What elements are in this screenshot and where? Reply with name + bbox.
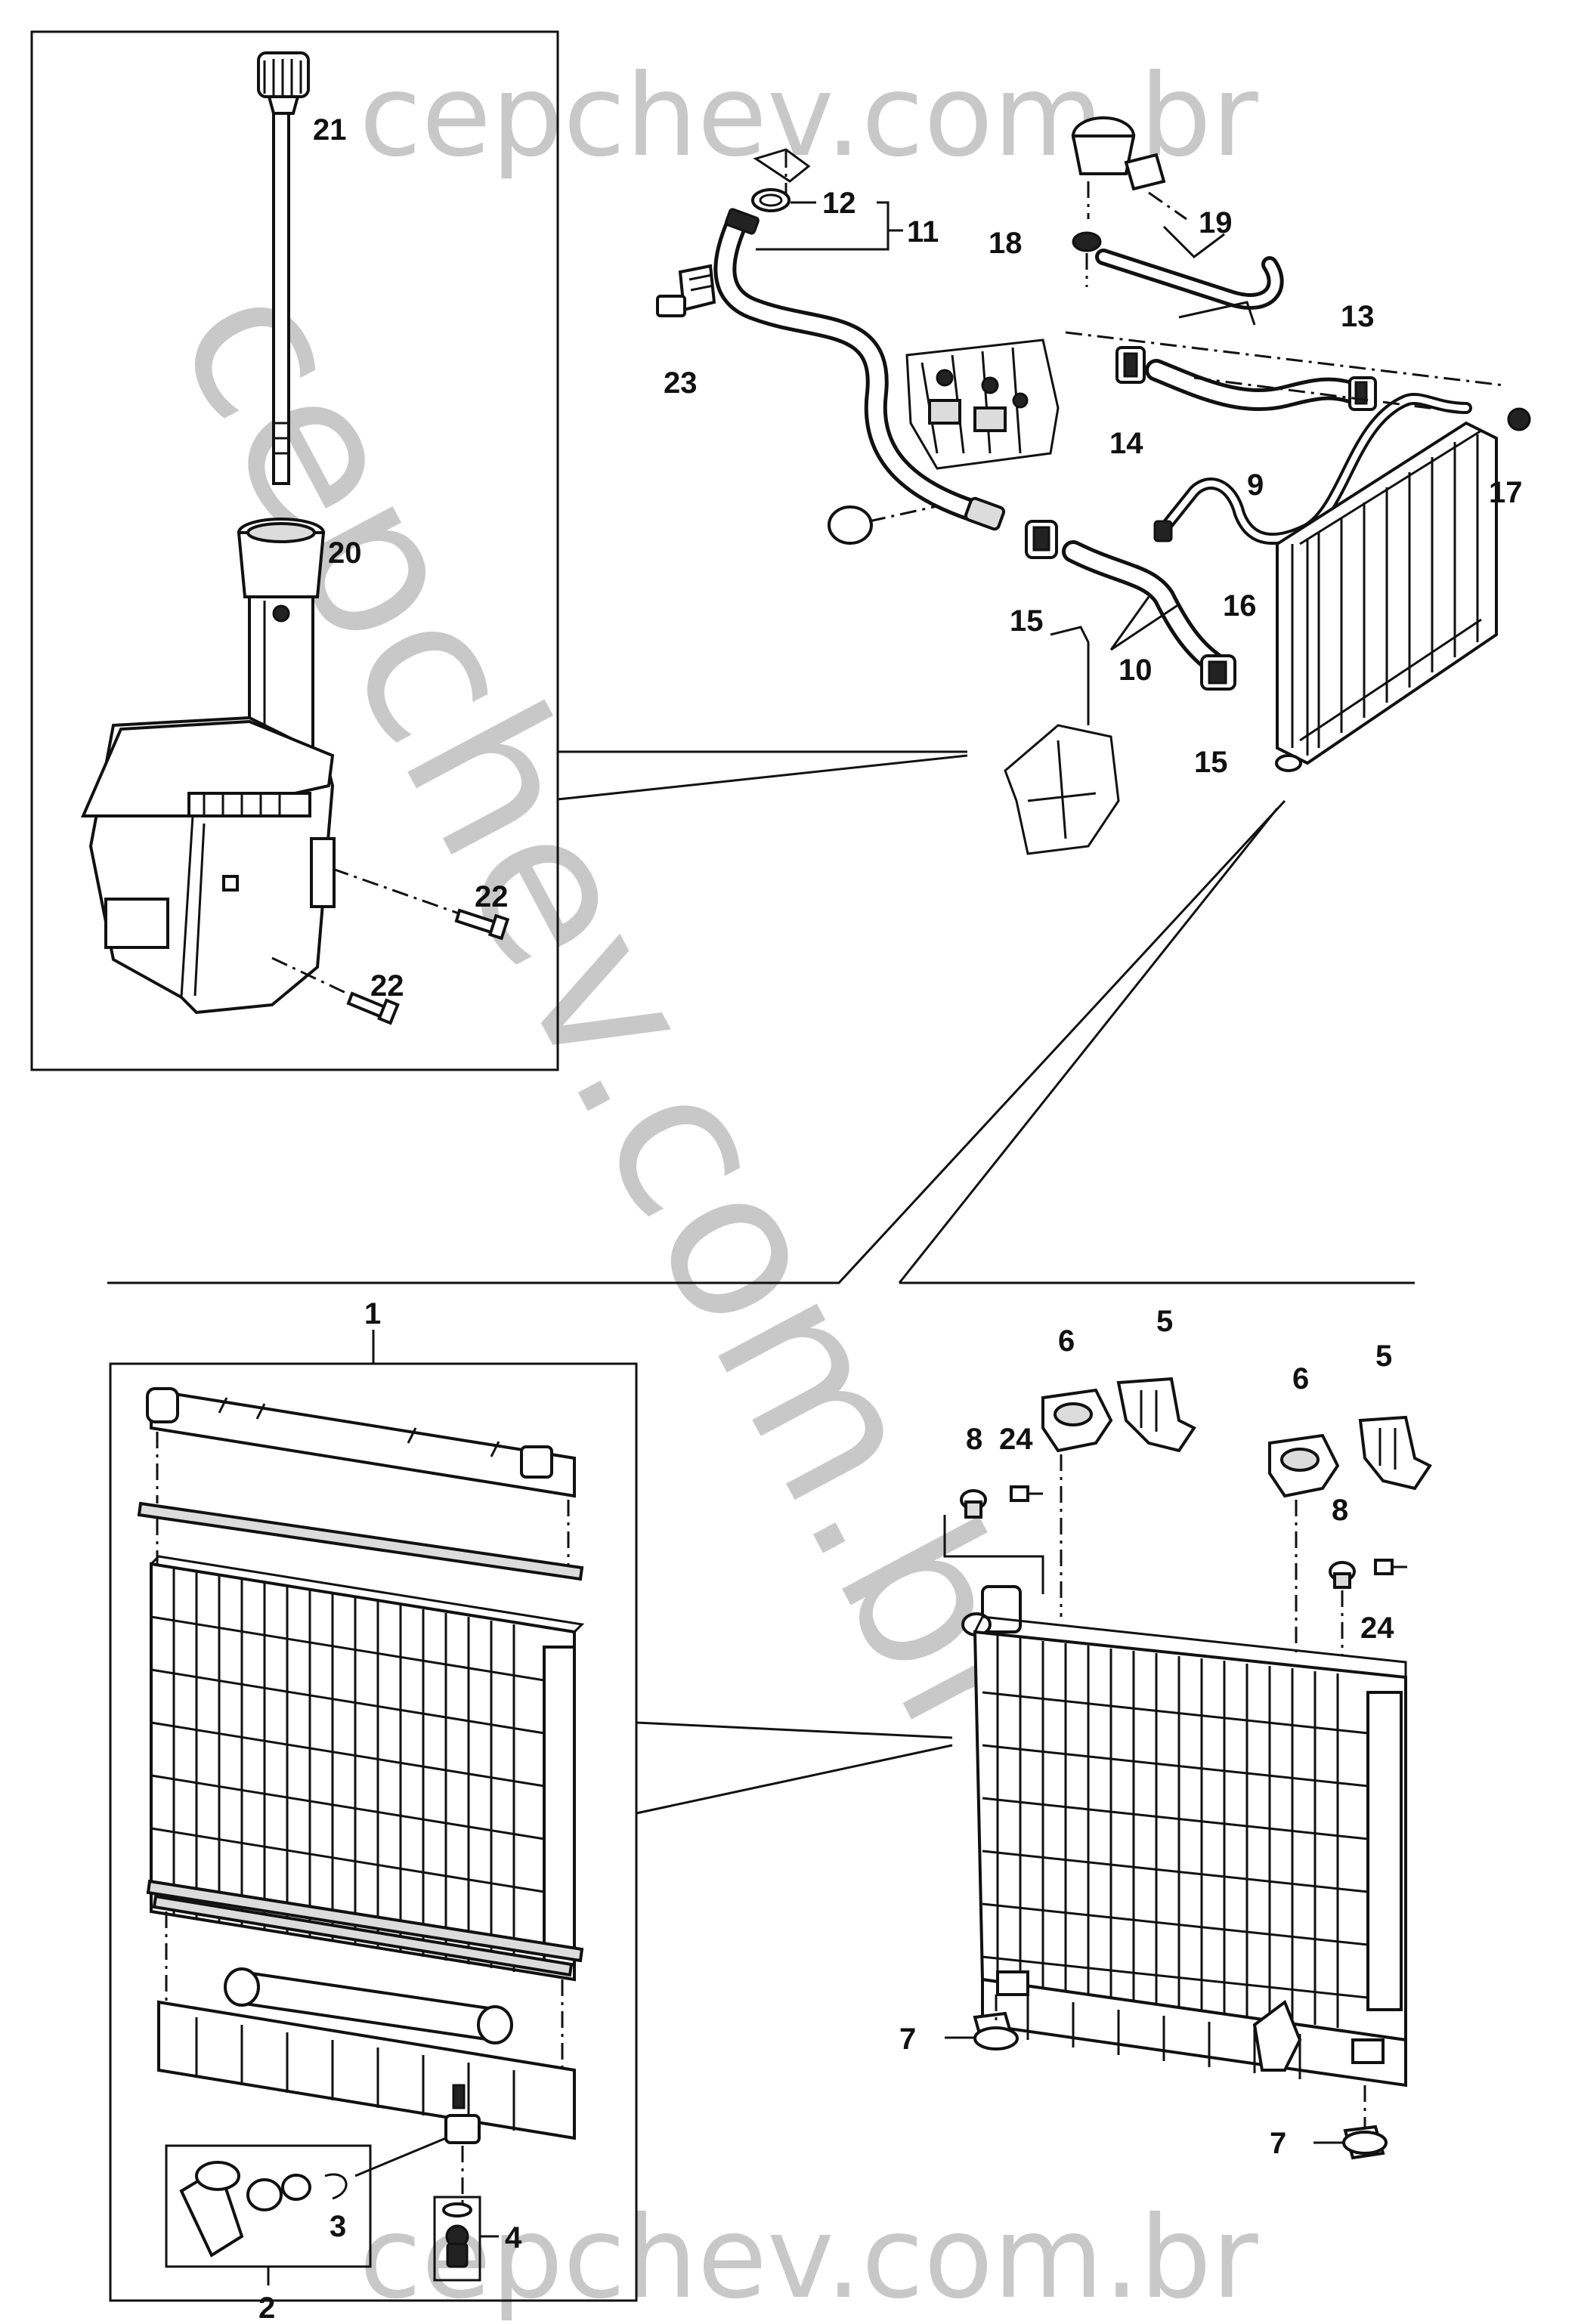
drain-kit-2	[165, 2144, 372, 2268]
radiator-exploded-frame	[109, 1362, 638, 2302]
radiator-bottom-tank	[157, 2000, 576, 2144]
bracket-11-lower	[756, 230, 890, 251]
reservoir-bolt-lower	[271, 956, 400, 1025]
engine-block-sketch	[905, 338, 1060, 470]
bolt-24-right	[1374, 1559, 1407, 1575]
leader-19	[1162, 225, 1225, 258]
upper-mount-6-right	[1268, 1433, 1340, 1498]
radiator-hose-9	[1145, 359, 1364, 411]
callout-22-upper: 22	[475, 880, 509, 913]
callout-16: 16	[1223, 589, 1257, 623]
hose-clamp-15-upper	[1025, 520, 1058, 559]
lower-mount-7-right	[1313, 2085, 1388, 2160]
leader-10a	[1109, 596, 1150, 651]
leader-to-radiator-left	[107, 799, 1286, 1284]
reservoir-tank	[80, 715, 336, 1015]
hose-clamp-14	[1115, 346, 1146, 384]
callout-23: 23	[664, 366, 698, 400]
upper-bracket-5-right	[1358, 1415, 1432, 1491]
callout-9: 9	[1247, 468, 1264, 502]
hose-assembly-view: 12 11 23 18 19 13 14 9 17 15 16 10 15	[656, 116, 1531, 855]
bolt-24-left	[1010, 1485, 1043, 1502]
callout-19: 19	[1199, 206, 1233, 240]
radiator-bottom-gasket	[152, 1894, 574, 1977]
callout-3: 3	[330, 2210, 346, 2243]
callout-15-upper: 15	[1010, 604, 1044, 638]
radiator-assembled-view: 6 5 8 24 6 5 8 24 7 7	[899, 1305, 1432, 2160]
leader-10b	[1110, 603, 1180, 651]
hose-end-grommet	[828, 505, 938, 545]
callout-14: 14	[1109, 427, 1143, 460]
callout-1: 1	[364, 1297, 381, 1330]
overflow-hose-19	[1095, 249, 1284, 310]
callout-7-left: 7	[899, 2023, 916, 2056]
lower-radiator-hose-10	[1062, 540, 1228, 676]
thermostat-housing-sketch	[753, 148, 811, 196]
leader-radiator-right-top	[636, 1721, 953, 1739]
hose-clamp-13	[1348, 376, 1377, 411]
reservoir-bolt-upper	[332, 867, 510, 941]
dashline-13	[1193, 376, 1459, 413]
reservoir-cap-dipstick	[257, 51, 310, 485]
leader-diagonal-right	[898, 808, 1279, 1284]
radiator-bottom-gasket-upper	[146, 1879, 584, 1963]
bushing-8-right	[1329, 1561, 1356, 1589]
callout-6-right: 6	[1292, 1362, 1309, 1395]
callout-24-right: 24	[1360, 1612, 1394, 1645]
radiator-top-tank	[146, 1387, 576, 1498]
leader-drain-kit	[354, 2137, 447, 2177]
callout-2: 2	[258, 2292, 275, 2324]
callout-5-right: 5	[1375, 1340, 1392, 1373]
callout-12: 12	[822, 187, 856, 220]
bracket-11-12	[877, 201, 903, 232]
radiator-oil-cooler	[224, 1967, 513, 2044]
callout-6-left: 6	[1058, 1324, 1075, 1358]
inset-frame	[30, 30, 559, 1071]
upper-mount-6-left	[1041, 1388, 1113, 1453]
bolt-23	[656, 264, 716, 317]
radiator-top-gasket	[137, 1501, 584, 1581]
hose-clamp-12	[751, 188, 791, 212]
bracket-8-24-left	[943, 1515, 1044, 1594]
callout-10: 10	[1119, 654, 1153, 687]
reservoir-small-sketch	[1004, 626, 1120, 855]
inset-leader-bottom	[557, 754, 968, 801]
radiator-assembled-fins	[982, 1636, 1369, 2028]
callout-15-lower: 15	[1194, 746, 1228, 779]
hose-clamp-15-lower	[1200, 654, 1236, 691]
callout-8-right: 8	[1332, 1494, 1348, 1527]
radiator-exploded-view: 1 3 2 4	[109, 1297, 953, 2324]
leader-radiator-right-bottom	[636, 1744, 953, 1815]
drain-plug-4	[433, 2196, 499, 2282]
callout-11: 11	[907, 215, 939, 249]
callout-17: 17	[1489, 476, 1523, 509]
watermark-bottom: cepchev.com.br	[359, 2193, 1258, 2324]
callout-24-left: 24	[999, 1423, 1033, 1456]
bushing-8-left	[960, 1489, 987, 1519]
radiator-sketch-main	[1275, 407, 1531, 772]
callout-22-lower: 22	[370, 969, 404, 1003]
callout-8-left: 8	[966, 1423, 982, 1456]
bracket-19	[1178, 301, 1256, 326]
radiator-sketch-fins	[1317, 434, 1479, 748]
upper-bracket-5-left	[1116, 1377, 1196, 1453]
callout-18: 18	[989, 227, 1023, 260]
radiator-assembled-body	[961, 1585, 1407, 2088]
reservoir-inset: 21 20 22 22	[30, 30, 968, 1071]
callout-21: 21	[313, 113, 347, 147]
callout-7-right: 7	[1270, 2127, 1286, 2160]
dashline-9-top	[1065, 331, 1505, 387]
callout-4: 4	[505, 2221, 522, 2254]
callout-20: 20	[328, 536, 362, 570]
upper-radiator-hose	[713, 208, 1006, 531]
callout-5-left: 5	[1156, 1305, 1173, 1338]
callout-13: 13	[1341, 300, 1375, 333]
lower-mount-7-left	[945, 1995, 1019, 2050]
expansion-tank-cap	[1071, 116, 1187, 221]
grommet-18	[1072, 231, 1102, 287]
